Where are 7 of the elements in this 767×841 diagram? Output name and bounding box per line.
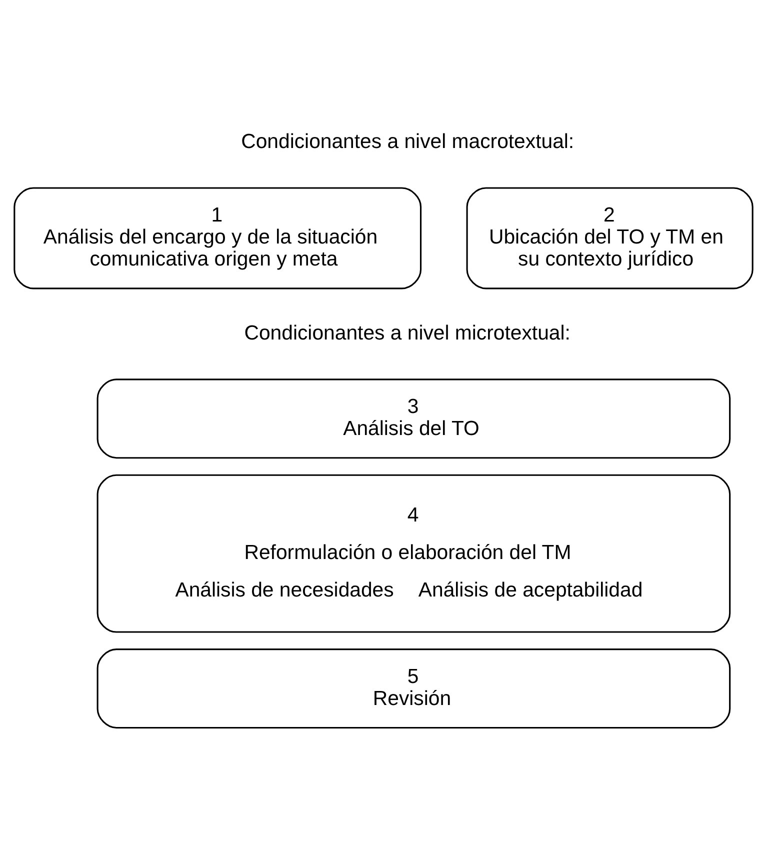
node-box: 2 Ubicación del TO y TM en su contexto jurídico (466, 186, 754, 289)
node-box: 5 Revisión (96, 648, 731, 728)
label: Condicionantes a nivel microtextual: (244, 322, 570, 344)
node-box: 1 Análisis del encargo y de la situación comunicativa origen y meta (14, 186, 422, 289)
node-box: 4 Reformulación o elaboración del TM Análisis de necesidades Análisis de aceptabilidad (96, 474, 731, 632)
node-box: 3 Análisis del TO (96, 378, 731, 458)
label: Condicionantes a nivel macrotextual: (241, 130, 574, 152)
